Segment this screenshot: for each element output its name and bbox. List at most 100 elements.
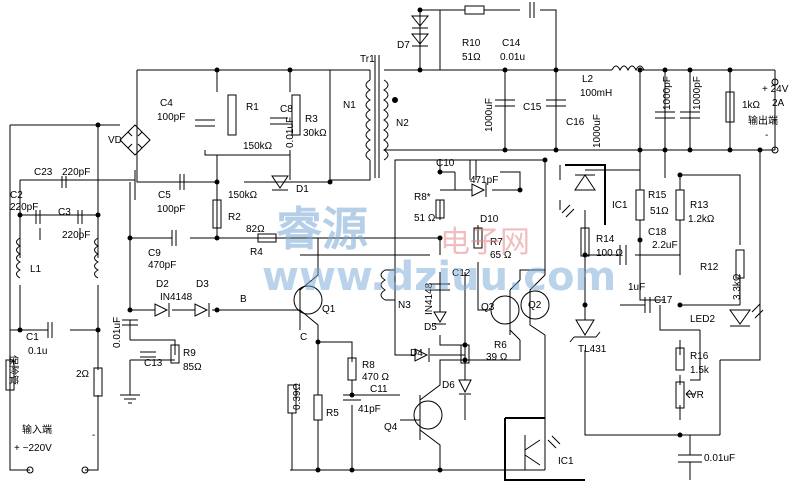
label-c13: C13 xyxy=(144,358,163,369)
c8-capacitor xyxy=(270,117,288,125)
label-output-cn: 输出端 xyxy=(748,114,778,127)
label-c5-value: 100pF xyxy=(157,204,185,215)
label-c1uf: 1uF xyxy=(628,282,645,293)
label-l2: L2 xyxy=(582,74,594,85)
label-r1: R1 xyxy=(246,102,259,113)
d7-diode-lower xyxy=(410,33,430,45)
r1k-resistor xyxy=(725,91,735,123)
r7-resistor xyxy=(473,227,483,249)
label-d5: D5 xyxy=(424,322,437,333)
label-r16: R16 xyxy=(690,351,709,362)
n2-phase-dot xyxy=(392,97,398,103)
label-c11: C11 xyxy=(370,384,388,395)
label-c10-value: 471pF xyxy=(470,175,498,186)
wires xyxy=(9,9,776,471)
label-c3: C3 xyxy=(58,207,71,218)
label-r4: R4 xyxy=(250,247,263,258)
label-n3: N3 xyxy=(398,300,411,311)
r8-resistor xyxy=(347,357,357,381)
label-c9-value: 470pF xyxy=(148,260,176,271)
r5-resistor xyxy=(313,394,323,421)
l2-inductor xyxy=(611,65,645,72)
label-r9-value: 85Ω xyxy=(183,362,202,373)
ic1-led xyxy=(574,174,596,191)
r3-resistor xyxy=(291,94,301,136)
watermark-url: www.dziuu.com xyxy=(262,254,616,300)
label-c4: C4 xyxy=(160,98,173,109)
r-2ohm-resistor xyxy=(93,367,103,397)
label-c23-value: 220pF xyxy=(62,167,90,178)
ic1-opto-receiver-box xyxy=(504,417,585,481)
label-r6: R6 xyxy=(494,340,507,351)
label-c16: C16 xyxy=(566,117,585,128)
label-d2: D2 xyxy=(156,279,169,290)
label-input-cn: 输入端 xyxy=(22,423,52,436)
label-c-node: C xyxy=(300,332,307,343)
c2-capacitor xyxy=(35,210,41,224)
label-c18: C18 xyxy=(648,227,667,238)
label-r13: R13 xyxy=(690,200,709,211)
c-001-capacitor xyxy=(122,319,138,326)
c5-capacitor xyxy=(179,174,185,190)
label-input-minus: - xyxy=(92,430,95,441)
watermark: 睿源 电子网 www.dziuu.com xyxy=(262,202,616,300)
c-001b-capacitor xyxy=(678,454,702,463)
label-d1: D1 xyxy=(296,184,309,195)
c9-capacitor xyxy=(171,230,177,246)
label-r8-star-value: 51 Ω xyxy=(414,213,436,224)
label-c2: C2 xyxy=(10,190,23,201)
label-n1: N1 xyxy=(343,100,356,111)
label-d10: D10 xyxy=(480,214,499,225)
r15-resistor xyxy=(635,189,645,221)
label-c1: C1 xyxy=(26,332,39,343)
r9-resistor xyxy=(170,344,180,364)
label-c14: C14 xyxy=(502,38,521,49)
led2 xyxy=(729,309,751,325)
label-d7: D7 xyxy=(397,40,410,51)
label-q1: Q1 xyxy=(322,304,336,315)
label-c1-value: 0.1u xyxy=(28,346,47,357)
label-r3-value: 30kΩ xyxy=(303,128,327,139)
label-c9: C9 xyxy=(148,248,161,259)
c17-capacitor xyxy=(644,297,651,313)
r12-resistor xyxy=(735,249,745,279)
label-r16-value: 1.5k xyxy=(690,365,710,376)
label-n2: N2 xyxy=(396,118,409,129)
c-out-2 xyxy=(680,111,700,119)
d1-diode xyxy=(271,175,289,189)
label-c001b: 0.01uF xyxy=(704,453,735,464)
fuse xyxy=(5,359,15,391)
label-l2-value: 100mH xyxy=(580,88,612,99)
label-r12-value: 3.3kΩ xyxy=(732,273,743,300)
label-ic1-bottom: IC1 xyxy=(558,456,574,467)
c23-capacitor xyxy=(61,176,67,188)
label-q4: Q4 xyxy=(384,422,398,433)
label-c17: C17 xyxy=(654,295,673,306)
label-r8-value: 470 Ω xyxy=(362,372,389,383)
label-c23: C23 xyxy=(34,167,53,178)
r13-resistor xyxy=(675,189,685,221)
d7-diode-upper xyxy=(410,15,430,27)
watermark-cn: 睿源 xyxy=(276,202,368,256)
input-terminal-right xyxy=(81,466,89,474)
label-c-out-1: 1000pF xyxy=(662,76,673,110)
label-out-2a: 2A xyxy=(772,98,785,109)
c1-capacitor xyxy=(47,322,53,338)
label-vr: VR xyxy=(690,390,704,401)
label-b: B xyxy=(240,294,247,305)
label-led2: LED2 xyxy=(690,314,715,325)
label-r3: R3 xyxy=(305,114,318,125)
label-in4148-a: IN4148 xyxy=(160,292,193,303)
label-input-220v: + ~220V xyxy=(14,443,52,454)
label-c15: C15 xyxy=(523,102,542,113)
label-c-out-2: 1000pF xyxy=(692,76,703,110)
label-c4-value: 100pF xyxy=(157,112,185,123)
label-c16-value: 1000uF xyxy=(592,114,603,148)
label-c10: C10 xyxy=(436,158,455,169)
label-r13-value: 1.2kΩ xyxy=(688,214,715,225)
label-d3: D3 xyxy=(196,279,209,290)
label-r039: 0.39Ω xyxy=(292,383,303,410)
n2-winding xyxy=(383,79,389,161)
